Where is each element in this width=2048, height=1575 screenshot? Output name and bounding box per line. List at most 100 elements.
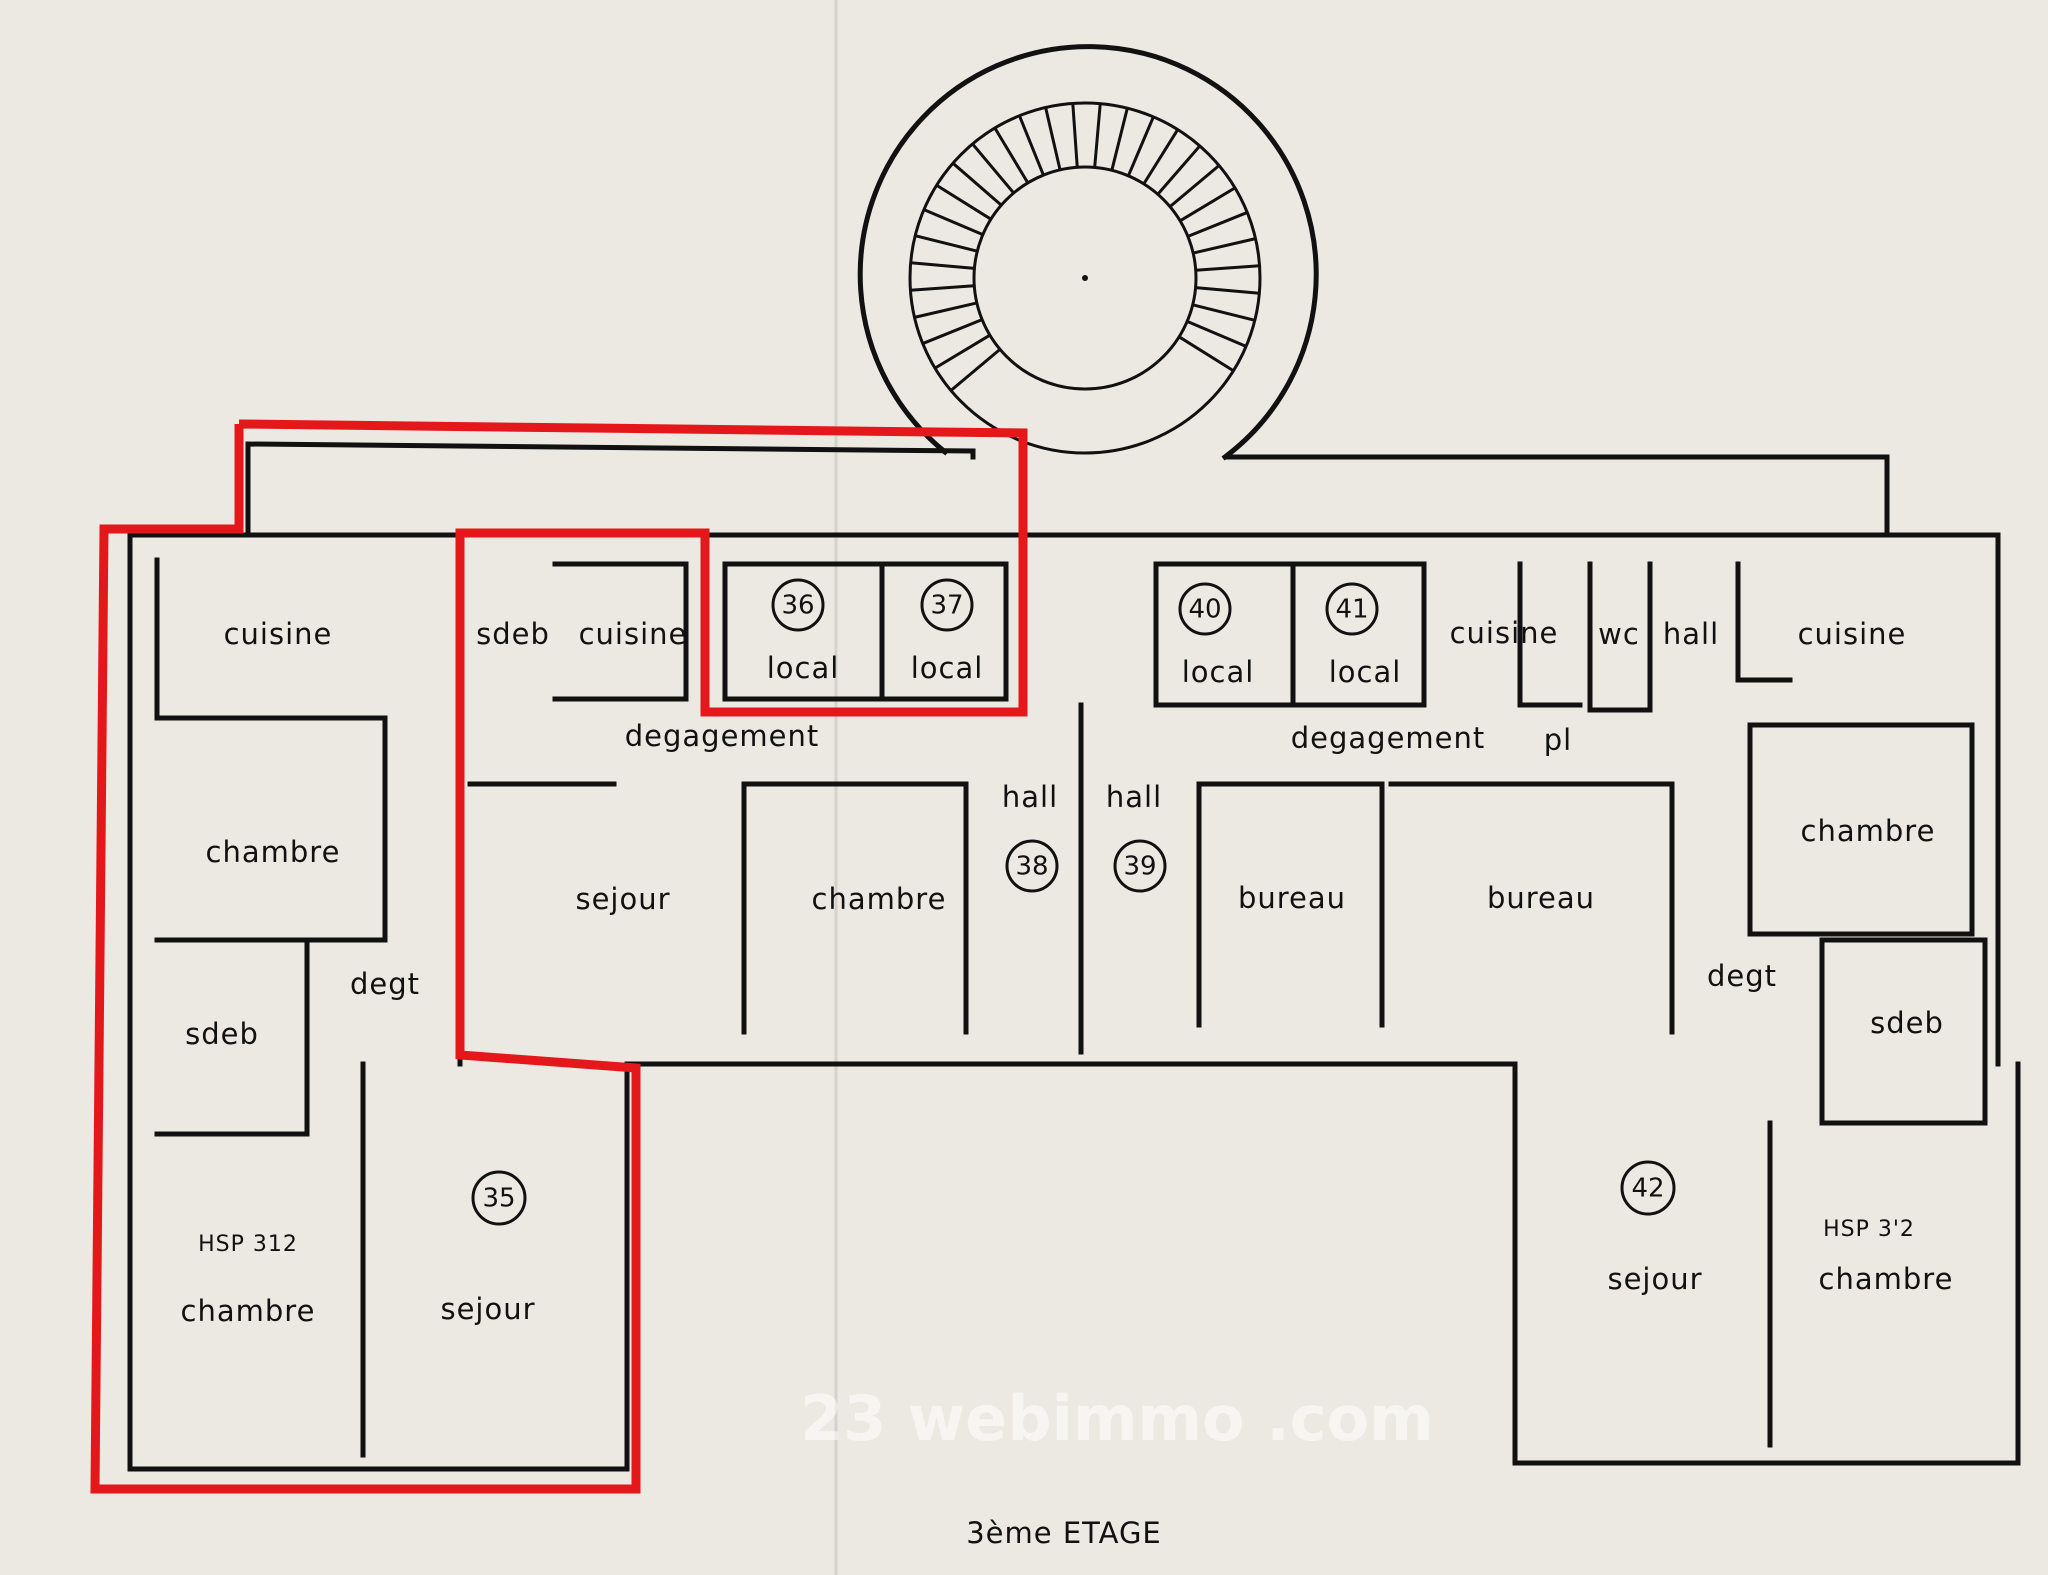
stair-tread	[949, 348, 1001, 392]
wall-u42-cuisine2	[1735, 561, 1793, 683]
wall-bureau-1	[1196, 781, 1385, 1028]
stair-tread	[1093, 103, 1102, 168]
room-label: degagement	[625, 719, 820, 753]
room-label: hall	[1106, 780, 1162, 814]
wall-u42-cuisine	[1517, 561, 1583, 708]
wall-u35-chambre	[154, 715, 388, 943]
top-corridor-wall-right	[1225, 454, 1890, 538]
unit-number: 39	[1123, 852, 1156, 882]
room-label: hall	[1002, 780, 1058, 814]
unit-number: 38	[1015, 852, 1048, 882]
room-label: pl	[1544, 723, 1572, 757]
unit-35: cuisine chambre degt sdeb HSP 312 chambr…	[181, 617, 535, 1328]
unit-number-circle	[1620, 1160, 1676, 1216]
ceiling-height-label: HSP 3'2	[1823, 1217, 1915, 1242]
unit-number: 35	[482, 1184, 515, 1214]
stair-tread	[935, 183, 992, 221]
room-label: chambre	[1801, 814, 1936, 848]
stair-tread	[1156, 144, 1201, 196]
room-label: hall	[1663, 617, 1719, 651]
stair-tread	[971, 142, 1015, 194]
room-label: sdeb	[476, 617, 550, 651]
wall-u38-chambre	[741, 781, 969, 1035]
wall-u38-cuisine	[552, 561, 689, 702]
room-label: sejour	[1607, 1262, 1702, 1296]
ceiling-height-label: HSP 312	[198, 1232, 298, 1257]
room-label: degt	[1707, 959, 1777, 993]
stair-tread	[1071, 103, 1079, 168]
unit-number-circle	[471, 1170, 527, 1226]
room-label: local	[1329, 655, 1402, 689]
top-corridor-wall-left	[245, 441, 976, 538]
room-label: chambre	[812, 882, 947, 916]
stair-tread	[1169, 164, 1221, 208]
highlighted-lot-outline	[90, 419, 1028, 1494]
unit-number-circle	[1325, 582, 1379, 636]
stair-tread	[1110, 107, 1129, 171]
stair-center-dot	[1082, 275, 1088, 281]
wall-locals-36-37	[722, 561, 1009, 702]
units-36-37: 36 local 37 local	[767, 578, 984, 685]
units-40-41: 40 local 41 local	[1178, 582, 1402, 689]
wall-u42-wc	[1587, 561, 1653, 713]
wall-u42-sdeb	[1819, 937, 1988, 1126]
stair-tread	[910, 284, 975, 292]
room-label: cuisine	[1450, 616, 1559, 650]
unit-39: hall 39 degagement bureau bureau	[1106, 721, 1595, 915]
stair-tread	[914, 234, 978, 253]
stair-outer-wall	[857, 44, 1319, 461]
room-label: chambre	[1819, 1262, 1954, 1296]
stair-tread	[993, 127, 1030, 184]
room-label: sdeb	[1870, 1006, 1944, 1040]
wall-u42-chambre	[1747, 722, 1975, 937]
stair-tread	[1179, 186, 1236, 223]
room-label: cuisine	[579, 617, 688, 651]
room-label: bureau	[1487, 881, 1595, 915]
room-label: sejour	[575, 882, 670, 916]
room-label: degt	[350, 967, 420, 1001]
stair-tread	[934, 333, 991, 370]
stair-tread	[1018, 115, 1045, 176]
stair-tread	[1178, 335, 1235, 373]
room-label: cuisine	[1798, 617, 1907, 651]
unit-number: 37	[930, 591, 963, 621]
watermark-logo: 23 webimmo .com	[800, 1382, 1434, 1455]
stair-tread	[923, 208, 984, 237]
unit-number: 40	[1188, 595, 1221, 625]
stair-tread	[910, 261, 975, 270]
stair-tread	[1142, 128, 1180, 185]
stair-tread	[951, 162, 1003, 207]
unit-number: 36	[781, 591, 814, 621]
unit-number: 41	[1335, 595, 1368, 625]
stair-tread	[1192, 237, 1256, 255]
room-label: degagement	[1291, 721, 1486, 755]
stair-tread	[1195, 264, 1260, 272]
stair-treads	[908, 101, 1262, 455]
room-label: bureau	[1238, 881, 1346, 915]
unit-number: 42	[1631, 1174, 1664, 1204]
unit-38: sdeb cuisine degagement sejour chambre h…	[476, 617, 1059, 916]
unit-number-circle	[1005, 839, 1059, 893]
stair-tread	[1126, 116, 1155, 177]
room-label: local	[911, 651, 984, 685]
stair-tread	[1187, 211, 1248, 238]
stair-tread	[1044, 107, 1062, 171]
stair-inner-core	[972, 165, 1198, 391]
stair-tread	[1186, 319, 1247, 348]
stair-tread	[922, 318, 983, 345]
room-label: sdeb	[185, 1017, 259, 1051]
floor-title: 3ème ETAGE	[966, 1516, 1162, 1550]
unit-number-circle	[771, 578, 825, 632]
stair-tread	[1192, 303, 1256, 322]
wall-u35-sdeb	[154, 937, 310, 1137]
room-label: chambre	[206, 835, 341, 869]
main-north-wall	[127, 532, 2001, 1067]
wall-bureau-2	[1388, 781, 1675, 1035]
unit-number-circle	[1178, 582, 1232, 636]
room-label: cuisine	[224, 617, 333, 651]
stair-tread	[1195, 286, 1260, 295]
room-label: chambre	[181, 1294, 316, 1328]
outer-wall	[127, 532, 2021, 1472]
